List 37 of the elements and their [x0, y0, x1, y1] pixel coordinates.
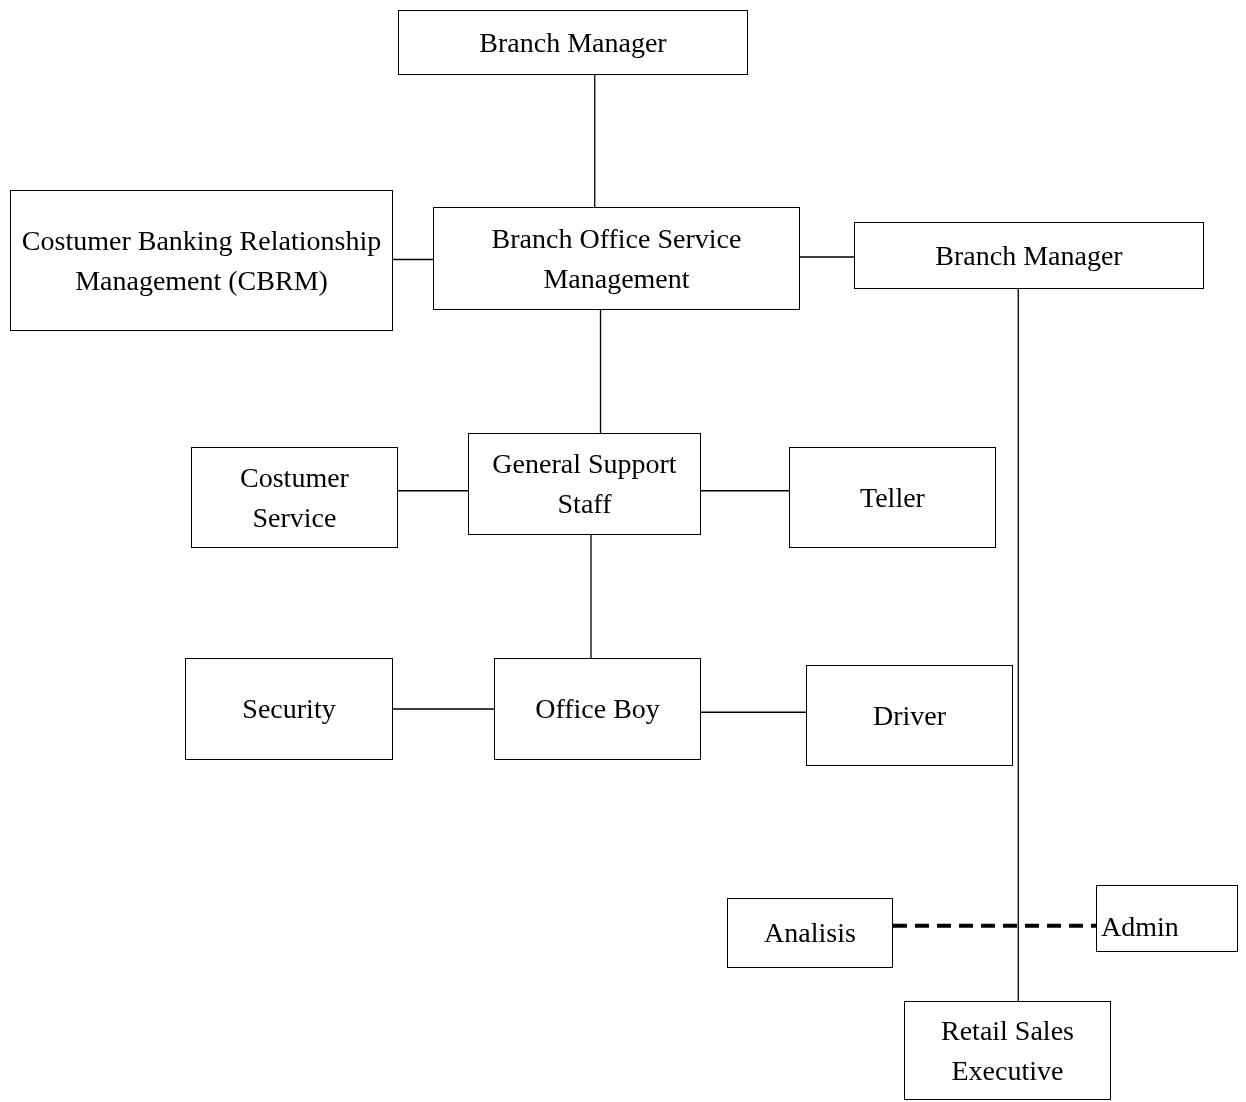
- connector-line: [799, 256, 855, 258]
- org-box: [191, 447, 398, 548]
- role-label: Branch Manager: [479, 25, 667, 60]
- connector-line: [594, 74, 596, 208]
- role-label: Admin: [1101, 909, 1179, 944]
- role-label: Analisis: [764, 916, 856, 950]
- org-box: [185, 658, 393, 760]
- role-label: Office Boy: [535, 692, 660, 726]
- org-box: [904, 1001, 1111, 1100]
- org-box: [727, 898, 893, 968]
- role-label: Branch Office Service Management: [490, 221, 743, 296]
- role-label: Teller: [860, 480, 925, 515]
- role-label: Driver: [872, 698, 947, 733]
- org-box: [468, 433, 701, 535]
- org-box: [398, 10, 748, 75]
- connector-line: [599, 309, 602, 434]
- connector-line: [700, 490, 790, 492]
- org-box: [433, 207, 800, 310]
- org-box: [10, 190, 393, 331]
- connector-line: [700, 711, 807, 713]
- connector-line: [590, 534, 592, 659]
- org-box: [494, 658, 701, 760]
- org-box: [1096, 885, 1238, 952]
- role-label: General Support Staff: [491, 447, 678, 521]
- role-label: Security: [242, 692, 336, 726]
- connector-line: [392, 258, 434, 261]
- org-box: [789, 447, 996, 548]
- role-label: Costumer Banking Relationship Management (CBRM): [20, 223, 383, 298]
- connector-line: [397, 490, 469, 492]
- connector-line: [392, 708, 495, 710]
- org-box: [854, 222, 1204, 289]
- role-label: Branch Manager: [935, 238, 1123, 273]
- org-box: [806, 665, 1013, 766]
- connector-line: [1017, 288, 1019, 1002]
- role-label: Costumer Service: [239, 460, 350, 535]
- dashed-connector: [893, 923, 1096, 928]
- role-label: Retail Sales Executive: [940, 1013, 1075, 1088]
